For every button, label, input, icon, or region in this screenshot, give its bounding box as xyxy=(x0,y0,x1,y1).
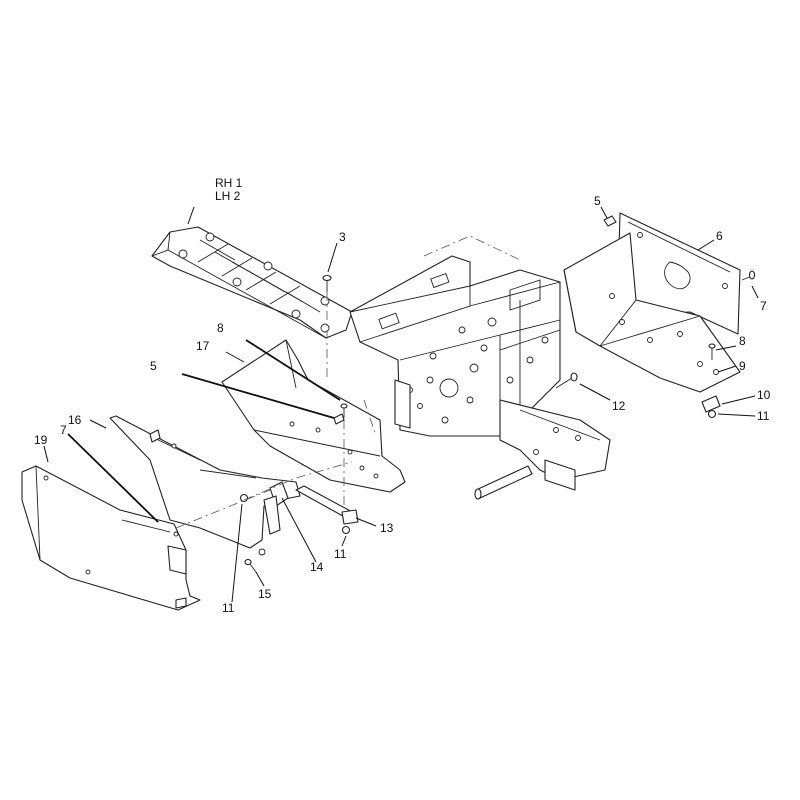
inner-panel-17 xyxy=(221,339,406,493)
callout-8-right: 8 xyxy=(739,334,746,348)
callout-11-left: 11 xyxy=(222,601,235,615)
axle-tube xyxy=(474,465,533,500)
nut-11-right xyxy=(707,409,717,419)
callout-labels: RH 1 LH 2 3 5 6 7 8 9 10 11 12 8 17 5 16… xyxy=(34,176,771,615)
callout-6: 6 xyxy=(716,229,723,243)
callout-14: 14 xyxy=(310,560,324,574)
frame-rail xyxy=(499,399,611,491)
callout-7-left: 7 xyxy=(60,423,67,437)
bolt-12 xyxy=(555,372,578,389)
callout-11-mid: 11 xyxy=(334,547,347,561)
callout-17: 17 xyxy=(196,339,210,353)
bolt-7-right xyxy=(741,270,756,281)
nut-11-left xyxy=(239,493,249,503)
callout-19: 19 xyxy=(34,433,48,447)
bolt-8-right xyxy=(708,343,716,360)
carriage-bolt-3 xyxy=(322,274,332,292)
clip-5-right xyxy=(603,215,617,227)
callout-5-top: 5 xyxy=(594,194,601,208)
callout-10: 10 xyxy=(757,388,771,402)
nut-11-mid xyxy=(341,525,351,535)
callout-5-left: 5 xyxy=(150,359,157,373)
callout-15: 15 xyxy=(258,587,272,601)
bracket-13 xyxy=(295,485,359,525)
callout-7-right: 7 xyxy=(760,299,767,313)
callout-12: 12 xyxy=(612,399,626,413)
bracket-10 xyxy=(701,395,721,413)
assembly-line xyxy=(243,461,353,501)
callout-13: 13 xyxy=(380,521,394,535)
callout-9: 9 xyxy=(739,359,746,373)
callout-11-right: 11 xyxy=(757,409,770,423)
callout-16: 16 xyxy=(68,413,82,427)
callout-lh: LH 2 xyxy=(215,189,241,203)
footrest-panel xyxy=(151,226,353,339)
callout-8-left: 8 xyxy=(217,321,224,335)
callout-rh: RH 1 xyxy=(215,176,243,190)
assembly-line xyxy=(423,235,521,261)
bolt-15 xyxy=(244,558,257,573)
callout-3: 3 xyxy=(339,230,346,244)
side-panel-9 xyxy=(563,232,741,393)
assembly-line xyxy=(175,489,271,529)
bolt-8-left xyxy=(340,403,348,418)
leader-lines xyxy=(43,206,759,603)
side-panel-19 xyxy=(21,465,201,611)
assembly-line xyxy=(363,399,377,437)
main-frame xyxy=(349,255,561,437)
